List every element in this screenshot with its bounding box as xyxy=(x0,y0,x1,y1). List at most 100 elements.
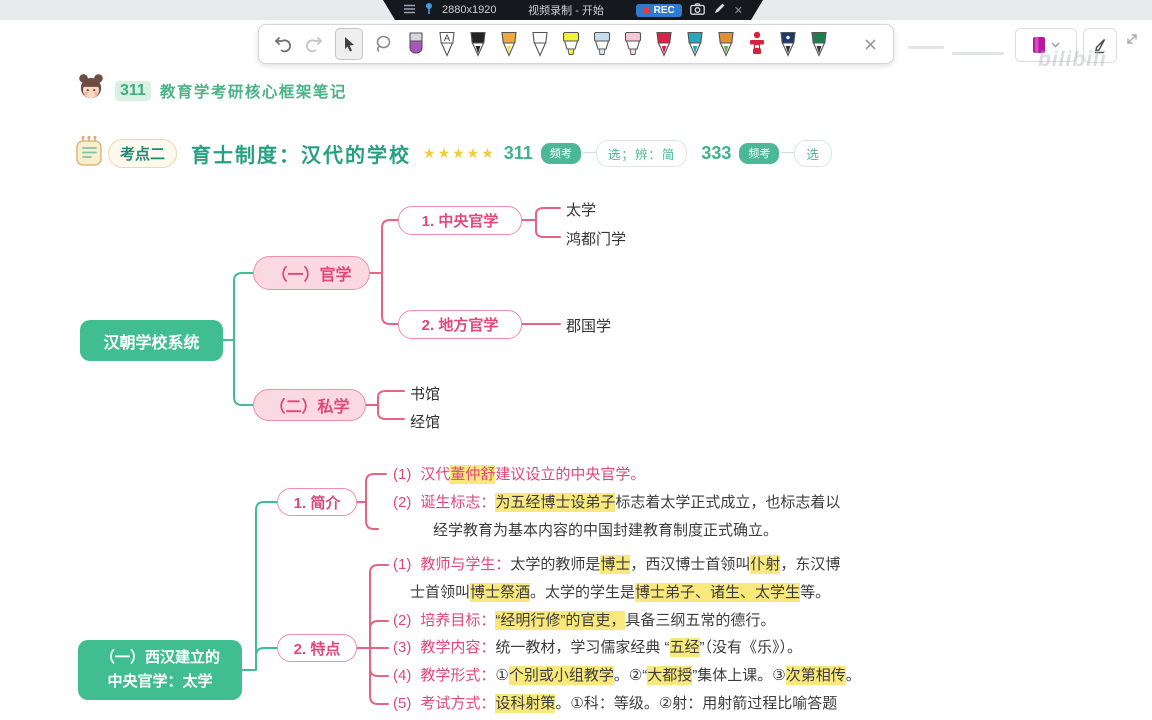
text-segment: 个别或小组教学 xyxy=(508,666,614,685)
pen-yellow-highlighter-icon[interactable] xyxy=(558,29,584,59)
drawing-toolbar: A xyxy=(258,24,894,64)
leaf-hongdumen: 鸿都门学 xyxy=(566,231,627,248)
pen-navy-pen-icon[interactable] xyxy=(775,29,801,59)
text-segment: 。②“ xyxy=(613,667,648,684)
exam-code-311: 311 xyxy=(503,142,533,163)
root2-line1: （一）西汉建立的 xyxy=(99,649,220,666)
text-segment: 次第相传 xyxy=(785,666,846,685)
text-segment: 教学内容： xyxy=(420,639,496,656)
mindmap-node-intro: 1. 简介 xyxy=(277,488,357,516)
pen-red-pen-icon[interactable] xyxy=(651,29,677,59)
leaf-taixue: 太学 xyxy=(566,202,597,219)
text-segment: ”集体上课。③ xyxy=(692,667,786,684)
rec-dot-icon xyxy=(643,7,650,14)
mindmap-node-local-official: 2. 地方官学 xyxy=(398,310,522,339)
text-segment: 统一教材，学习儒家经典 “ xyxy=(495,639,670,656)
pen-group: A xyxy=(403,29,832,59)
ghost-mark xyxy=(952,52,1004,55)
pen-blue-highlighter-icon[interactable] xyxy=(589,29,615,59)
expand-icon[interactable] xyxy=(1124,31,1140,52)
topic-title: 育士制度：汉代的学校 xyxy=(191,144,412,167)
notebook-header: 311 教育学考研核心框架笔记 xyxy=(76,72,347,109)
notepad-icon xyxy=(74,134,104,172)
pen-mode-button[interactable] xyxy=(1083,28,1117,63)
text-segment: (4) xyxy=(393,667,412,684)
rec-button[interactable]: REC xyxy=(636,4,682,17)
cursor-tool-icon[interactable] xyxy=(335,28,363,60)
mindmap-node-private-schools: （二）私学 xyxy=(253,389,366,421)
leaf-junguoxue: 郡国学 xyxy=(566,318,612,335)
avatar xyxy=(76,72,106,109)
text-segment: 董仲舒 xyxy=(450,465,496,484)
text-segment: (2) xyxy=(393,612,412,629)
text-segment: 。太学的学生是 xyxy=(530,584,636,601)
redo-icon[interactable] xyxy=(302,29,328,59)
feature-line-5: (5) 考试方式：设科射策。①科：等级。②射：用射箭过程比喻答题 xyxy=(393,694,838,713)
close-recorder-icon[interactable]: ✕ xyxy=(733,4,743,17)
text-segment: ① xyxy=(495,667,509,684)
text-segment: ”（没有《乐》）。 xyxy=(699,639,803,656)
frequency-badge-333: 频考 xyxy=(739,142,780,164)
text-segment: 仆射 xyxy=(750,555,781,574)
feature-line-1-wrap: 士首领叫博士祭酒。太学的学生是博士弟子、诸生、太学生等。 xyxy=(410,583,831,602)
close-toolbar-icon[interactable] xyxy=(857,29,883,59)
pen-teal-pen-icon[interactable] xyxy=(682,29,708,59)
exam-code-333: 333 xyxy=(701,142,732,163)
feature-line-4: (4)教学形式：①个别或小组教学。②“大都授”集体上课。③次第相传。 xyxy=(393,666,861,685)
rec-label: REC xyxy=(653,4,675,16)
feature-line-2: (2)培养目标：“经明行修”的官吏，具备三纲五常的德行。 xyxy=(393,611,775,630)
pen-text-pen-icon[interactable]: A xyxy=(434,29,460,59)
pen-white-pen-icon[interactable] xyxy=(527,29,553,59)
pen-eraser-icon[interactable] xyxy=(403,29,429,59)
chevron-down-icon xyxy=(1051,42,1060,48)
text-segment: 诞生标志： xyxy=(420,494,496,511)
topic-row: 考点二 育士制度：汉代的学校 ★★★★★ 311 频考 选；辨：简 333 频考… xyxy=(74,134,832,172)
intro-line-2: (2)诞生标志：为五经博士设弟子标志着太学正式成立，也标志着以 xyxy=(393,493,841,512)
text-segment: (5) xyxy=(393,695,412,712)
pen-green-pen-icon[interactable] xyxy=(806,29,832,59)
undo-icon[interactable] xyxy=(269,29,295,59)
mindmap-node-official-schools: （一）官学 xyxy=(253,256,370,290)
text-segment: 。 xyxy=(845,667,861,684)
pen-black-marker-icon[interactable] xyxy=(465,29,491,59)
question-types-pill-333: 选 xyxy=(794,139,832,167)
text-segment: 设科射策 xyxy=(495,694,556,713)
course-code-badge: 311 xyxy=(115,80,151,101)
text-segment: 培养目标： xyxy=(420,612,496,629)
text-segment: 考试方式： xyxy=(420,695,496,712)
text-segment: ，东汉博 xyxy=(780,556,841,573)
text-segment: 标志着太学正式成立，也标志着以 xyxy=(615,494,841,511)
text-segment: 为五经博士设弟子 xyxy=(495,493,616,512)
mindmap-root-taixue: （一）西汉建立的 中央官学：太学 xyxy=(78,640,242,700)
text-segment: 教师与学生： xyxy=(420,556,511,573)
camera-icon[interactable] xyxy=(690,3,705,18)
pen-rainbow-pen-icon[interactable] xyxy=(713,29,739,59)
question-types-pill-311: 选；辨：简 xyxy=(595,139,688,167)
ghost-mark xyxy=(908,46,944,49)
text-segment: 经学教育为基本内容的中国封建教育制度正式确立。 xyxy=(433,522,779,539)
text-segment: 汉代 xyxy=(420,466,451,483)
text-segment: ，西汉博士首领叫 xyxy=(630,556,751,573)
text-segment: 建议设立的中央官学。 xyxy=(495,466,646,483)
text-segment: 。①科：等级。②射：用射箭过程比喻答题 xyxy=(555,695,838,712)
notebook-icon xyxy=(1033,37,1045,53)
text-segment: 博士弟子、诸生、太学生 xyxy=(635,583,801,602)
text-segment: 士首领叫 xyxy=(410,584,471,601)
text-segment: (1) xyxy=(393,556,412,573)
pen-pink-highlighter-icon[interactable] xyxy=(620,29,646,59)
text-segment: 博士祭酒 xyxy=(470,583,531,602)
intro-line-1: (1)汉代董仲舒建议设立的中央官学。 xyxy=(393,465,646,484)
pin-icon[interactable] xyxy=(424,2,434,18)
pen-orange-pen-icon[interactable] xyxy=(496,29,522,59)
mindmap-node-features: 2. 特点 xyxy=(277,634,357,662)
mindmap-node-central-official: 1. 中央官学 xyxy=(398,206,522,235)
annotate-pencil-icon[interactable] xyxy=(713,2,726,18)
importance-stars: ★★★★★ xyxy=(423,144,496,161)
text-segment: 等。 xyxy=(800,584,831,601)
menu-icon[interactable] xyxy=(403,4,416,17)
pen-stamp-pen-icon[interactable] xyxy=(744,29,770,59)
notebook-select-button[interactable] xyxy=(1015,28,1077,62)
topic-tag: 考点二 xyxy=(108,138,178,168)
lasso-select-icon[interactable] xyxy=(370,29,396,59)
